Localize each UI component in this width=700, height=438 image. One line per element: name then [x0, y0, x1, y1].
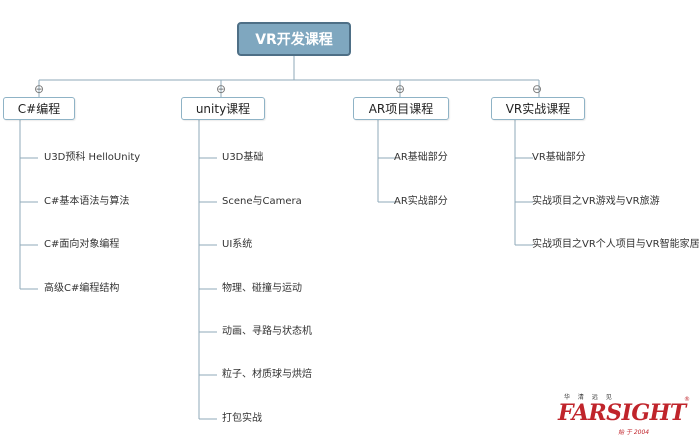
branch-label: AR项目课程 — [368, 102, 434, 116]
leaf-item[interactable]: 实战项目之VR游戏与VR旅游 — [532, 196, 660, 207]
leaf-item[interactable]: AR基础部分 — [394, 152, 448, 163]
logo-top-text: 华 清 远 见 — [564, 394, 615, 401]
collapse-toggle-icon[interactable]: ⊖ — [216, 82, 227, 96]
collapse-toggle-icon[interactable]: ⊖ — [532, 82, 543, 96]
leaf-item[interactable]: 粒子、材质球与烘焙 — [222, 369, 312, 380]
branch-label: VR实战课程 — [505, 102, 571, 116]
leaf-item[interactable]: U3D预科 HelloUnity — [44, 152, 141, 163]
leaf-item[interactable]: C#面向对象编程 — [44, 239, 120, 250]
collapse-toggle-icon[interactable]: ⊖ — [395, 82, 406, 96]
logo-main-text: FARSIGHT — [558, 400, 686, 426]
leaf-item[interactable]: Scene与Camera — [222, 196, 302, 207]
root-node[interactable]: VR开发课程 — [237, 22, 351, 56]
farsight-logo: 华 清 远 见 FARSIGHT ® 始 于 2004 — [558, 392, 694, 436]
logo-sub-text: 始 于 2004 — [618, 429, 650, 436]
logo-registered-mark: ® — [684, 396, 690, 403]
leaf-item[interactable]: 物理、碰撞与运动 — [222, 283, 302, 294]
leaf-item[interactable]: U3D基础 — [222, 152, 264, 163]
branch-label: C#编程 — [17, 102, 61, 116]
branch-label: unity课程 — [195, 102, 251, 116]
branch-csharp[interactable]: C#编程 — [3, 97, 75, 120]
branch-ar[interactable]: AR项目课程 — [353, 97, 449, 120]
root-label: VR开发课程 — [255, 32, 333, 48]
leaf-item[interactable]: AR实战部分 — [394, 196, 448, 207]
leaf-item[interactable]: 打包实战 — [222, 413, 262, 424]
leaf-item[interactable]: 动画、寻路与状态机 — [222, 326, 312, 337]
leaf-item[interactable]: C#基本语法与算法 — [44, 196, 130, 207]
leaf-item[interactable]: 高级C#编程结构 — [44, 283, 120, 294]
leaf-item[interactable]: 实战项目之VR个人项目与VR智能家居 — [532, 239, 700, 250]
branch-unity[interactable]: unity课程 — [181, 97, 265, 120]
collapse-toggle-icon[interactable]: ⊖ — [34, 82, 45, 96]
branch-vr[interactable]: VR实战课程 — [491, 97, 585, 120]
leaf-item[interactable]: VR基础部分 — [532, 152, 586, 163]
leaf-item[interactable]: UI系统 — [222, 239, 253, 250]
